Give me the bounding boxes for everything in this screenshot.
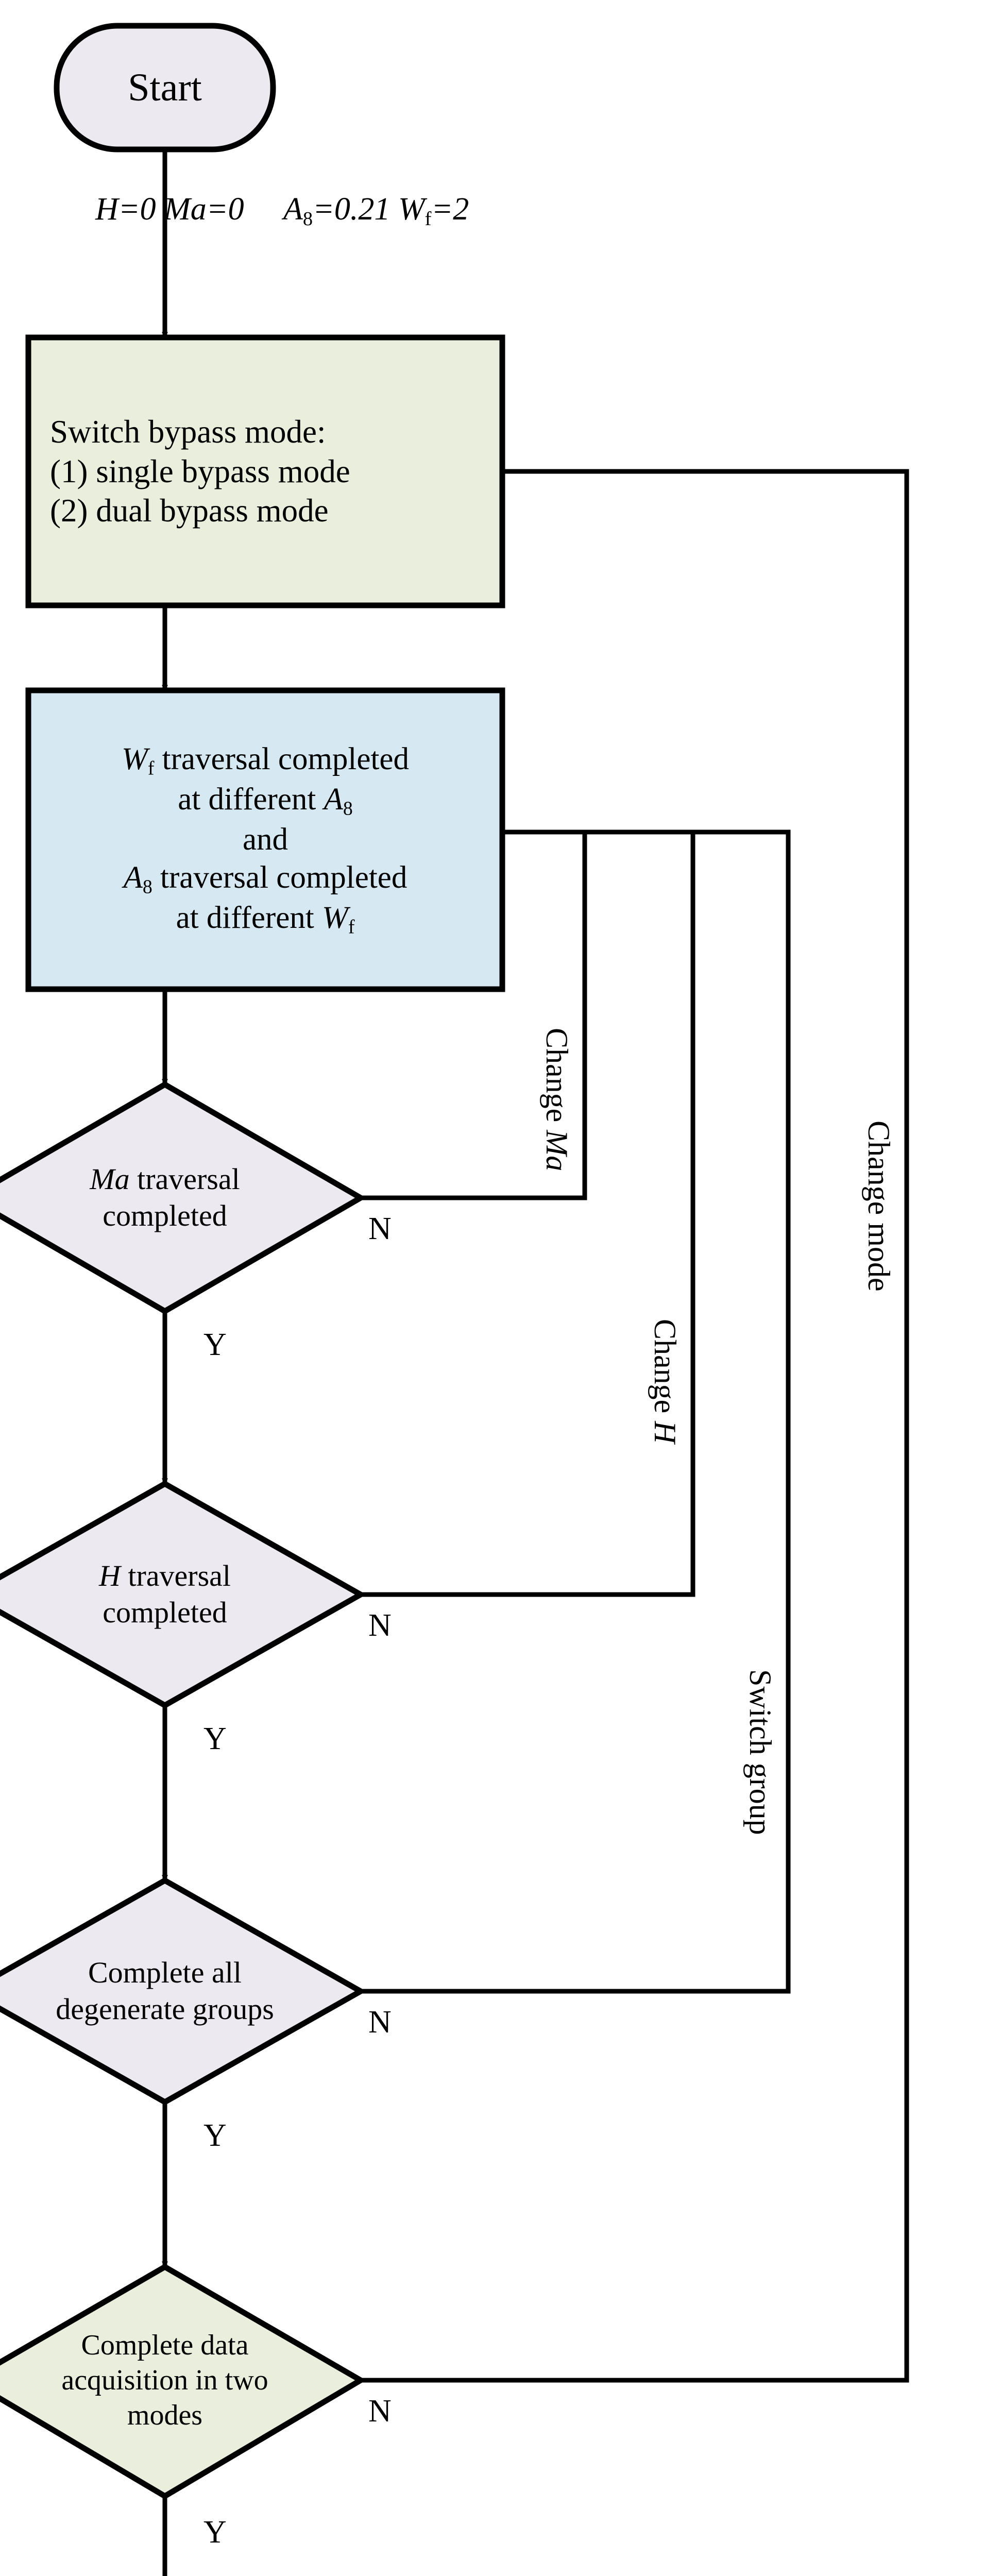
loop-label-switch-group: Switch group [743,1669,777,1835]
edge-label-initial-left: H=0 Ma=0 [95,190,244,230]
branch-label-modes-yes: Y [203,2515,227,2550]
edge-label-initial-right: A8=0.21 Wf=2 [283,190,469,231]
branch-label-h-no: N [368,1608,392,1643]
branch-label-h-yes: Y [203,1721,227,1756]
init-h-line: H=0 [95,192,156,227]
node-traversal [25,687,505,992]
branch-label-groups-no: N [368,2005,392,2040]
init-ma-line: Ma=0 [164,192,244,227]
node-decision-h [0,1480,367,1709]
node-decision-modes [0,2263,366,2500]
init-wf-line: Wf=2 [398,192,469,230]
branch-label-ma-no: N [368,1211,392,1246]
node-decision-groups [0,1877,367,2106]
edge-change-mode-loop [208,468,909,2383]
node-switch-bypass-mode [25,334,505,608]
branch-label-modes-no: N [368,2394,392,2429]
branch-label-groups-yes: Y [203,2118,227,2153]
init-a8-line: A8=0.21 [283,192,390,230]
loop-label-change-ma: Change Ma [540,1028,574,1172]
edge-switch-group-loop [208,829,791,1994]
loop-label-change-h: Change H [648,1319,682,1444]
node-decision-ma [0,1081,366,1315]
loop-label-change-mode: Change mode [862,1121,896,1292]
branch-label-ma-yes: Y [203,1327,227,1362]
node-start [54,23,276,152]
